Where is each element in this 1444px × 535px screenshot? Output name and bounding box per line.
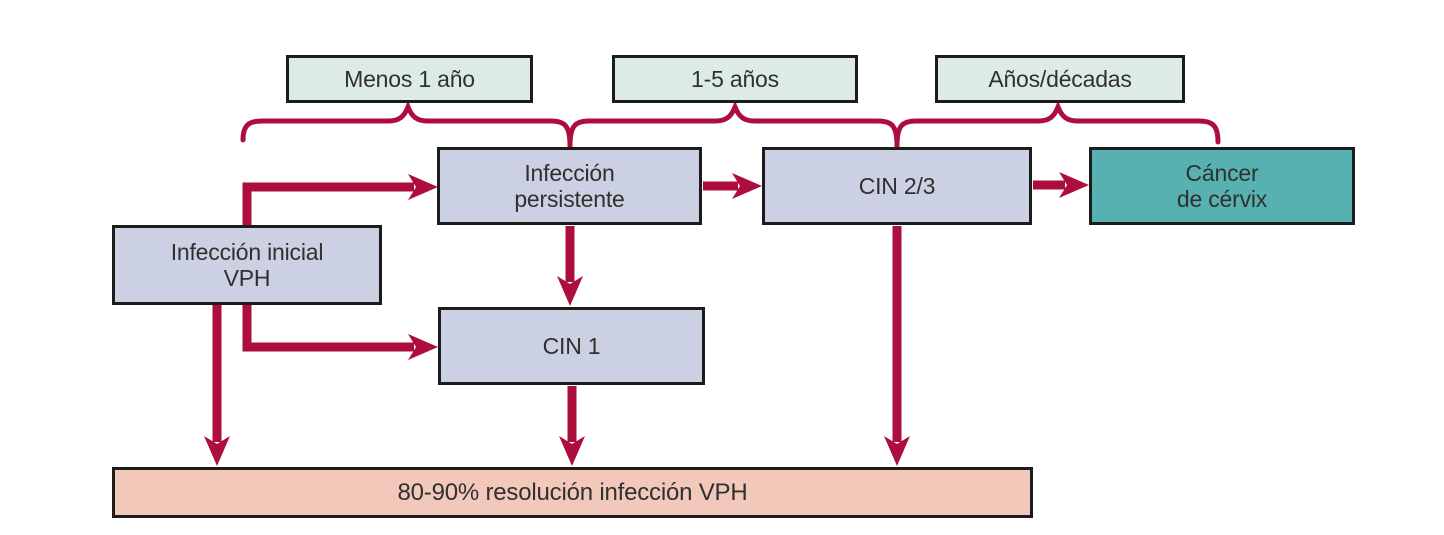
timeline-box-anos-decadas: Años/décadas (935, 55, 1185, 103)
timeline-label: Menos 1 año (344, 66, 475, 92)
arrowhead-cin23-to-resolucion (884, 436, 910, 466)
node-label-line1: Infección inicial (170, 239, 324, 265)
node-infeccion-persistente: Infección persistente (437, 147, 702, 225)
arrowhead-persistente-to-cin23 (732, 173, 762, 199)
timeline-box-1-5-anos: 1-5 años (612, 55, 858, 103)
node-infeccion-inicial-vph: Infección inicial VPH (112, 225, 382, 305)
node-label: 80-90% resolución infección VPH (397, 478, 748, 506)
node-label-line2: de cérvix (1176, 186, 1268, 212)
arrowhead-cin1-to-resolucion (559, 436, 585, 466)
node-label: CIN 2/3 (858, 173, 936, 199)
arrowhead-persistente-to-cin1 (557, 276, 583, 306)
node-resolucion-vph: 80-90% resolución infección VPH (112, 467, 1033, 518)
node-cin-2-3: CIN 2/3 (762, 147, 1032, 225)
arrowhead-cin23-to-cancer (1059, 172, 1089, 198)
node-label-line2: persistente (514, 186, 625, 212)
arrowhead-inicial-to-persistente (408, 174, 438, 200)
arrow-inicial-to-persistente (242, 182, 414, 226)
timeline-box-menos-1-ano: Menos 1 año (286, 55, 533, 103)
arrowhead-inicial-to-cin1 (408, 334, 438, 360)
timeline-label: Años/décadas (988, 66, 1132, 92)
node-label-line1: Cáncer (1185, 160, 1259, 186)
brace-1-5-anos (567, 100, 900, 149)
node-cin-1: CIN 1 (438, 307, 705, 385)
node-cancer-de-cervix: Cáncer de cérvix (1089, 147, 1355, 225)
arrowhead-inicial-to-resolucion (204, 436, 230, 466)
arrow-inicial-to-cin1 (242, 304, 414, 352)
node-label: CIN 1 (542, 333, 601, 359)
brace-menos-1-ano (240, 100, 573, 149)
brace-anos-decadas (894, 100, 1221, 149)
node-label-line2: VPH (223, 265, 271, 291)
node-label-line1: Infección (524, 160, 615, 186)
timeline-label: 1-5 años (691, 66, 779, 92)
